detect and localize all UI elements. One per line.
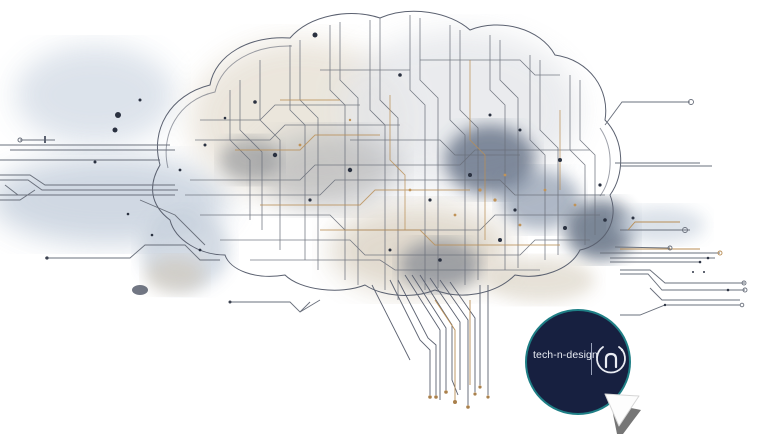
brain-stem-gold [434, 299, 471, 400]
left-nodes [17, 136, 232, 304]
stem-terminals [428, 385, 490, 409]
watercolor-wash [0, 30, 705, 302]
logo-brand-text: tech-n-design [533, 349, 598, 361]
pointer-arrow-icon [604, 393, 641, 434]
brain-outline [152, 10, 622, 296]
right-circuit-lines [600, 101, 745, 316]
logo-n-mark-icon [596, 346, 626, 374]
right-dots [631, 216, 730, 307]
right-gold-lines [620, 221, 700, 250]
scattered-dots [93, 32, 607, 262]
brain-stem-circuits [371, 274, 489, 405]
right-nodes [667, 99, 748, 308]
logo-divider [591, 343, 592, 375]
brain-circuits [185, 15, 605, 300]
left-circuit-lines [0, 139, 321, 313]
gold-dots [298, 118, 577, 227]
gold-circuits [235, 60, 561, 246]
